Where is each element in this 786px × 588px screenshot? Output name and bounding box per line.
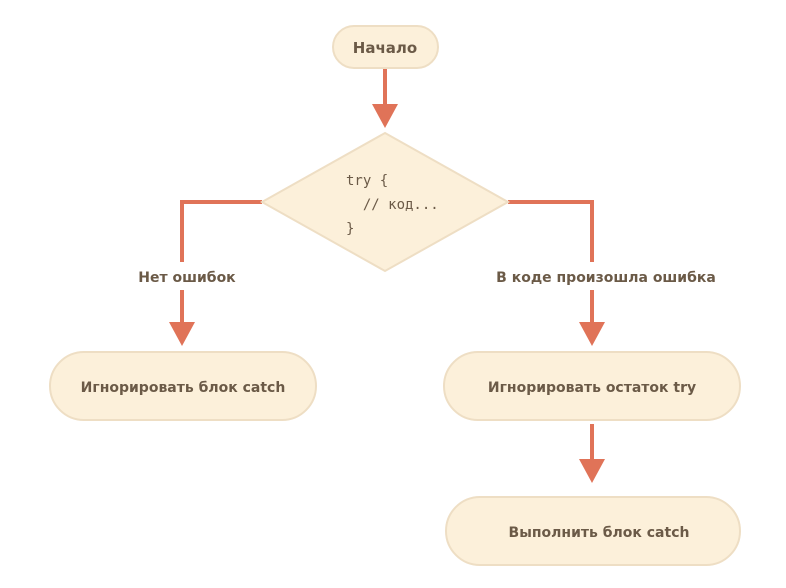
connectors xyxy=(169,68,605,483)
ignore-catch-label: Игнорировать блок catch xyxy=(81,380,286,396)
ignore-catch-node: Игнорировать блок catch xyxy=(49,351,317,421)
start-node: Начало xyxy=(332,25,439,69)
branch-label-error: В коде произошла ошибка xyxy=(496,270,716,286)
decision-code-line-3: } xyxy=(346,221,354,237)
run-catch-node: Выполнить блок catch xyxy=(445,496,741,566)
start-label: Начало xyxy=(353,39,417,57)
ignore-try-rest-node: Игнорировать остаток try xyxy=(443,351,741,421)
decision-code-line-2: // код... xyxy=(346,197,439,213)
arrow-start-decision xyxy=(372,104,398,128)
decision-code-line-1: try { xyxy=(346,173,388,189)
arrow-no-error xyxy=(169,322,195,346)
branch-label-no-error: Нет ошибок xyxy=(138,270,236,286)
arrow-error xyxy=(579,322,605,346)
arrow-to-catch xyxy=(579,459,605,483)
connector-no-error xyxy=(180,200,262,262)
decision-node: try { // код... } xyxy=(259,131,511,273)
run-catch-label: Выполнить блок catch xyxy=(509,525,690,541)
ignore-try-rest-label: Игнорировать остаток try xyxy=(488,380,696,396)
connector-error xyxy=(508,200,594,262)
